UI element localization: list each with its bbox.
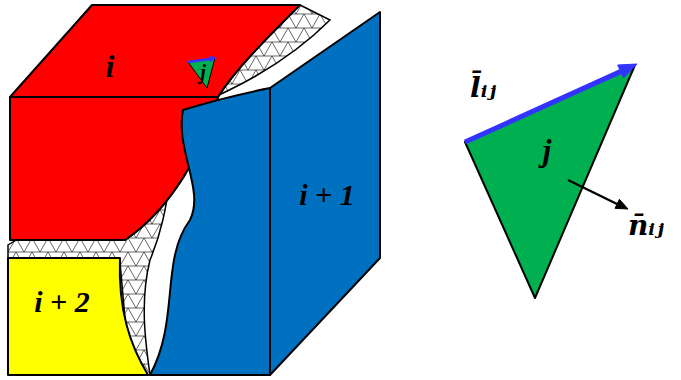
shape-part xyxy=(188,59,210,62)
block-cell: i + 1 xyxy=(148,10,382,377)
shape-part xyxy=(568,180,617,204)
cell-index-label: i xyxy=(106,50,115,82)
cell-index-label: i + 1 xyxy=(299,180,354,210)
shape-part xyxy=(8,258,148,375)
shape-part xyxy=(615,199,628,209)
shape-part xyxy=(618,64,637,78)
shape-part xyxy=(465,65,635,298)
shape-part xyxy=(10,5,300,97)
cell-index-label: j xyxy=(543,134,552,166)
cell-index-label: j xyxy=(200,62,206,82)
block-cell: i + 2 xyxy=(6,256,152,377)
normal-vector-label: n̄ᵢⱼ xyxy=(628,212,664,240)
shape-part xyxy=(209,56,217,63)
tangent-vector-label: l̄ᵢⱼ xyxy=(470,74,496,102)
mesh-facet: j xyxy=(185,54,219,92)
shape-part xyxy=(465,71,621,142)
shape-part xyxy=(188,58,215,88)
shape-part xyxy=(150,88,270,375)
shape-part xyxy=(270,12,380,375)
cell-index-label: i + 2 xyxy=(34,287,89,317)
